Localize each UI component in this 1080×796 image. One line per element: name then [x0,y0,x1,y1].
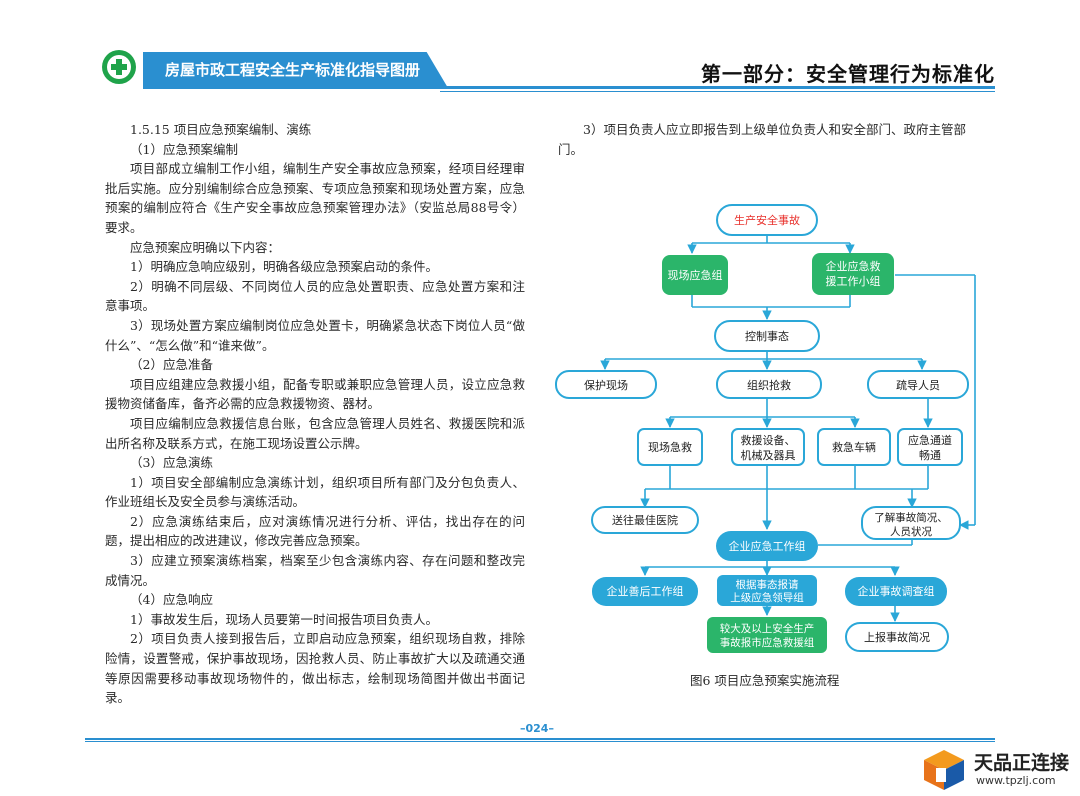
paragraph: 项目应组建应急救援小组，配备专职或兼职应急管理人员，设立应急救援物资储备库，备齐… [105,376,525,412]
cube-logo-icon [924,750,964,790]
svg-text:上报事故简况: 上报事故简况 [864,630,930,644]
subheading: （1）应急预案编制 [130,141,238,157]
svg-text:企业应急工作组: 企业应急工作组 [729,539,806,553]
svg-text:控制事态: 控制事态 [745,329,789,343]
watermark-url: www.tpzlj.com [976,774,1056,787]
flow-node-control: 控制事态 [714,320,820,352]
watermark-name: 天品正连接 [974,752,1070,774]
footer-rule [85,738,995,740]
flow-node-equipment: 救援设备、 机械及器具 [731,428,805,466]
paragraph: 1）项目安全部编制应急演练计划，组织项目所有部门及分包负责人、作业班组长及安全员… [105,474,525,510]
svg-text:现场应急组: 现场应急组 [668,268,723,282]
footer-rule-thin [85,741,995,742]
flow-node-hospital: 送往最佳医院 [591,506,699,534]
svg-text:上级应急领导组: 上级应急领导组 [730,591,804,604]
paragraph: 1）明确应急响应级别，明确各级应急预案启动的条件。 [130,259,438,275]
svg-text:企业善后工作组: 企业善后工作组 [607,584,684,598]
svg-text:送往最佳医院: 送往最佳医院 [612,513,678,527]
paragraph: 3）应建立预案演练档案，档案至少包含演练内容、存在问题和整改完成情况。 [105,553,525,588]
svg-text:较大及以上安全生产: 较大及以上安全生产 [720,622,815,635]
paragraph: 3）现场处置方案应编制岗位应急处置卡，明确紧急状态下岗位人员“做什么”、“怎么做… [105,317,525,353]
svg-text:机械及器具: 机械及器具 [741,448,796,462]
svg-text:人员状况: 人员状况 [890,525,932,538]
flow-node-enterprise-workgroup: 企业应急工作组 [716,531,818,561]
svg-text:保护现场: 保护现场 [584,378,628,392]
flow-node-aftermath-group: 企业善后工作组 [592,577,698,606]
flow-node-report-brief: 上报事故简况 [845,622,949,652]
svg-text:救急车辆: 救急车辆 [832,440,876,454]
left-text-column: 1.5.15 项目应急预案编制、演练 （1）应急预案编制 项目部成立编制工作小组… [105,120,525,708]
part-title: 第一部分：安全管理行为标准化 [701,62,995,86]
svg-text:企业事故调查组: 企业事故调查组 [858,584,935,598]
subheading: （4）应急响应 [130,592,213,608]
header-rule-thin [440,91,995,92]
svg-text:畅通: 畅通 [919,448,941,462]
subheading: （2）应急准备 [130,357,213,373]
safety-logo [102,50,136,84]
svg-text:了解事故简况、: 了解事故简况、 [874,511,948,524]
svg-text:组织抢救: 组织抢救 [747,378,791,392]
svg-text:企业应急救: 企业应急救 [826,259,881,273]
flow-node-emergency-passage: 应急通道 畅通 [897,428,963,466]
flow-node-accident: 生产安全事故 [716,204,818,236]
flow-node-site-team: 现场应急组 [662,255,728,295]
paragraph: 项目应编制应急救援信息台账，包含应急管理人员姓名、救援医院和派出所名称及联系方式… [105,415,525,451]
svg-text:援工作小组: 援工作小组 [826,274,881,288]
header-rule [143,86,995,89]
paragraph: 2）应急演练结束后，应对演练情况进行分析、评估，找出存在的问题，提出相应的改进建… [105,513,525,549]
svg-text:事故报市应急救援组: 事故报市应急救援组 [720,636,815,649]
svg-text:疏导人员: 疏导人员 [896,378,940,392]
svg-text:根据事态报请: 根据事态报请 [736,578,799,591]
page-number: –024– [520,722,554,735]
right-text-column: 3）项目负责人应立即报告到上级单位负责人和安全部门、政府主管部门。 [558,120,982,159]
header-banner-title: 房屋市政工程安全生产标准化指导图册 [143,52,448,88]
svg-text:救援设备、: 救援设备、 [741,433,796,447]
watermark: 天品正连接 www.tpzlj.com [922,748,1072,793]
flow-node-ambulance: 救急车辆 [817,428,891,466]
emergency-flowchart: 生产安全事故 现场应急组 企业应急救 援工作小组 控制事态 保护现场 组织抢救 … [555,204,976,653]
paragraph: 2）明确不同层级、不同岗位人员的应急处置职责、应急处置方案和注意事项。 [105,278,525,314]
flow-node-city-rescue: 较大及以上安全生产 事故报市应急救援组 [707,617,827,653]
paragraph: 1）事故发生后，现场人员要第一时间报告项目负责人。 [130,611,438,627]
flow-node-first-aid: 现场急救 [637,428,703,466]
flow-node-report-leadership: 根据事态报请 上级应急领导组 [717,575,817,606]
subheading: （3）应急演练 [130,455,213,471]
flow-node-enterprise-rescue: 企业应急救 援工作小组 [812,253,894,295]
svg-text:应急通道: 应急通道 [908,433,952,447]
paragraph: 3）项目负责人应立即报告到上级单位负责人和安全部门、政府主管部门。 [558,122,966,157]
flow-node-investigation-group: 企业事故调查组 [845,577,947,606]
flow-node-disperse-people: 疏导人员 [867,370,969,399]
paragraph: 2）项目负责人接到报告后，立即启动应急预案，组织现场自救，排除险情，设置警戒，保… [105,631,525,706]
paragraph: 应急预案应明确以下内容： [130,239,281,255]
svg-text:生产安全事故: 生产安全事故 [734,213,800,227]
flow-node-protect-site: 保护现场 [555,370,657,399]
figure-caption: 图6 项目应急预案实施流程 [690,673,840,688]
flow-connectors [600,235,976,622]
paragraph: 项目部成立编制工作小组，编制生产安全事故应急预案，经项目经理审批后实施。应分别编… [105,161,525,235]
section-heading: 1.5.15 项目应急预案编制、演练 [130,122,312,137]
flow-node-understand-accident: 了解事故简况、 人员状况 [861,506,961,540]
flow-node-organize-rescue: 组织抢救 [716,370,822,399]
svg-text:现场急救: 现场急救 [648,440,692,454]
